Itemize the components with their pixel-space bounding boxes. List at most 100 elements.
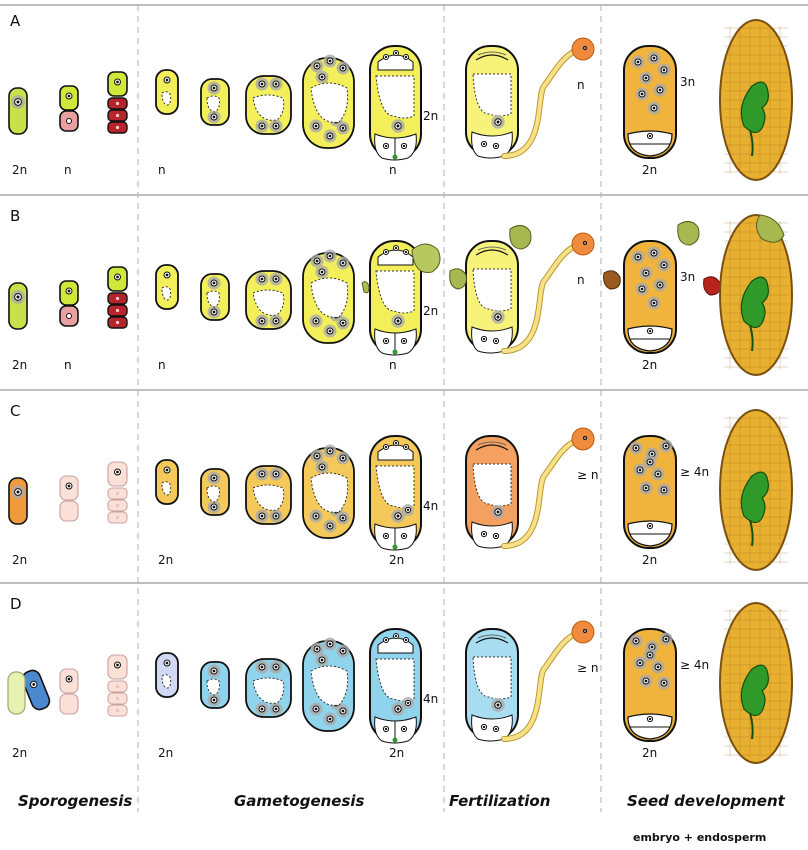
antipodal-remnant [477, 441, 507, 446]
seed-ploidy-label: 2n [642, 358, 657, 372]
tetrad-bottom-dot [115, 708, 120, 713]
fert-vacuole [472, 656, 512, 700]
fert-synergid-nucleus-nucleolus [482, 142, 486, 146]
pollen-nucleus-nucleolus [584, 47, 586, 49]
pollen-nucleus-nucleolus [584, 242, 586, 244]
spore-ploidy-label: n [64, 163, 72, 177]
eight-nucleate-nucleus-nucleolus [328, 717, 332, 721]
endosperm-nucleus-nucleolus [638, 661, 642, 665]
two-nucleate-vacuole [206, 485, 220, 503]
eight-nucleate-nucleus-nucleolus [314, 707, 318, 711]
central-vacuole [375, 658, 415, 702]
foreign-pollen-brown [603, 270, 621, 290]
eight-nucleate-nucleus-nucleolus [320, 465, 324, 469]
eight-nucleate-nucleus-nucleolus [341, 516, 345, 520]
eight-nucleate-nucleus-nucleolus [328, 329, 332, 333]
two-nucleate-nucleus-nucleolus [212, 86, 216, 90]
fert-egg-nucleus-nucleolus [494, 534, 498, 538]
fert-synergid-nucleus-nucleolus [482, 532, 486, 536]
endosperm-nucleus-nucleolus [662, 488, 666, 492]
pollen-grain [571, 427, 595, 451]
four-nucleate-nucleus-nucleolus [260, 124, 264, 128]
pollen-grain [571, 37, 595, 61]
embryo [740, 471, 769, 524]
two-nucleate-nucleus-nucleolus [212, 505, 216, 509]
zygote-nucleus-nucleolus [648, 329, 652, 333]
megaspore-ploidy-label: 2n [158, 553, 173, 567]
two-nucleate-nucleus-nucleolus [212, 669, 216, 673]
antipodal-nucleus-nucleolus [384, 55, 388, 59]
tetrad-nucleus-nucleolus [116, 470, 119, 474]
four-nucleate-vacuole [252, 484, 285, 511]
eight-nucleate-vacuole [310, 472, 349, 513]
pollen-tube [502, 244, 578, 353]
endosperm-nucleus-nucleolus [662, 68, 666, 72]
four-nucleate-nucleus-nucleolus [274, 514, 278, 518]
tetrad-bottom-dot [115, 320, 120, 325]
sporocyte-tilted [21, 669, 51, 711]
pollen-nucleus-nucleolus [584, 437, 586, 439]
dyad-bottom-cell [59, 693, 79, 715]
four-nucleate-nucleus-nucleolus [274, 707, 278, 711]
two-nucleate-nucleus-nucleolus [212, 698, 216, 702]
dyad-bottom-cell [59, 500, 79, 522]
central-vacuole [375, 270, 415, 314]
pollen-grain-foreign [449, 268, 467, 290]
synergid-nucleus-nucleolus [384, 727, 388, 731]
fert-vacuole [472, 463, 512, 507]
pollen-grain [571, 232, 595, 256]
polar-nucleus-2-nucleolus [406, 701, 410, 705]
pollen-ploidy-label: n [577, 78, 585, 92]
antipodal-nucleus-nucleolus [384, 250, 388, 254]
dyad-nucleus-nucleolus [67, 289, 71, 293]
megaspore-vacuole [161, 286, 172, 301]
four-nucleate-nucleus-nucleolus [274, 82, 278, 86]
four-nucleate-vacuole [252, 94, 285, 121]
four-nucleate-nucleus-nucleolus [260, 665, 264, 669]
endosperm-nucleus-nucleolus [664, 444, 668, 448]
endosperm-nucleus-nucleolus [662, 681, 666, 685]
spore-ploidy-label: n [64, 358, 72, 372]
tetrad-bottom-dot [115, 491, 120, 496]
two-nucleate-vacuole [206, 678, 220, 696]
eight-nucleate-nucleus-nucleolus [341, 261, 345, 265]
eight-nucleate-nucleus-nucleolus [314, 319, 318, 323]
sporocyte-ploidy-label: 2n [12, 746, 27, 760]
four-nucleate-vacuole [252, 289, 285, 316]
zygote-nucleus-nucleolus [648, 524, 652, 528]
two-nucleate-nucleus-nucleolus [212, 476, 216, 480]
sac-bottom-ploidy-label: 2n [389, 553, 404, 567]
eight-nucleate-vacuole [310, 82, 349, 123]
embryo-axis [749, 519, 754, 547]
two-nucleate-vacuole [206, 95, 220, 113]
endosperm-nucleus-nucleolus [644, 271, 648, 275]
tetrad-nucleus-nucleolus [116, 663, 119, 667]
synergid-nucleus-nucleolus [402, 727, 406, 731]
four-nucleate-nucleus-nucleolus [260, 514, 264, 518]
eight-nucleate-nucleus-nucleolus [328, 254, 332, 258]
eight-nucleate-nucleus-nucleolus [328, 134, 332, 138]
endosperm-nucleus-nucleolus [662, 263, 666, 267]
fert-synergid-nucleus-nucleolus [482, 337, 486, 341]
stage-label-seed-development: Seed development [627, 792, 786, 810]
fert-egg-nucleus-nucleolus [494, 339, 498, 343]
tetrad-bottom-dot [115, 308, 120, 313]
fert-polar-nucleus-nucleolus [496, 703, 500, 707]
tetrad-nucleus-nucleolus [116, 80, 119, 84]
four-nucleate-vacuole [252, 677, 285, 704]
foreign-pollen-green [677, 221, 700, 246]
stage-label-sporogenesis: Sporogenesis [18, 792, 132, 810]
tetrad-bottom-dot [115, 113, 120, 118]
stage-label-fertilization: Fertilization [449, 792, 550, 810]
eight-nucleate-nucleus-nucleolus [315, 64, 319, 68]
polar-nucleus-2-nucleolus [406, 508, 410, 512]
eight-nucleate-nucleus-nucleolus [328, 524, 332, 528]
tetrad-bottom-dot [115, 503, 120, 508]
mature-seed [719, 602, 793, 764]
central-vacuole [375, 75, 415, 119]
fert-polar-nucleus-nucleolus [496, 510, 500, 514]
egg-marker [392, 737, 398, 743]
